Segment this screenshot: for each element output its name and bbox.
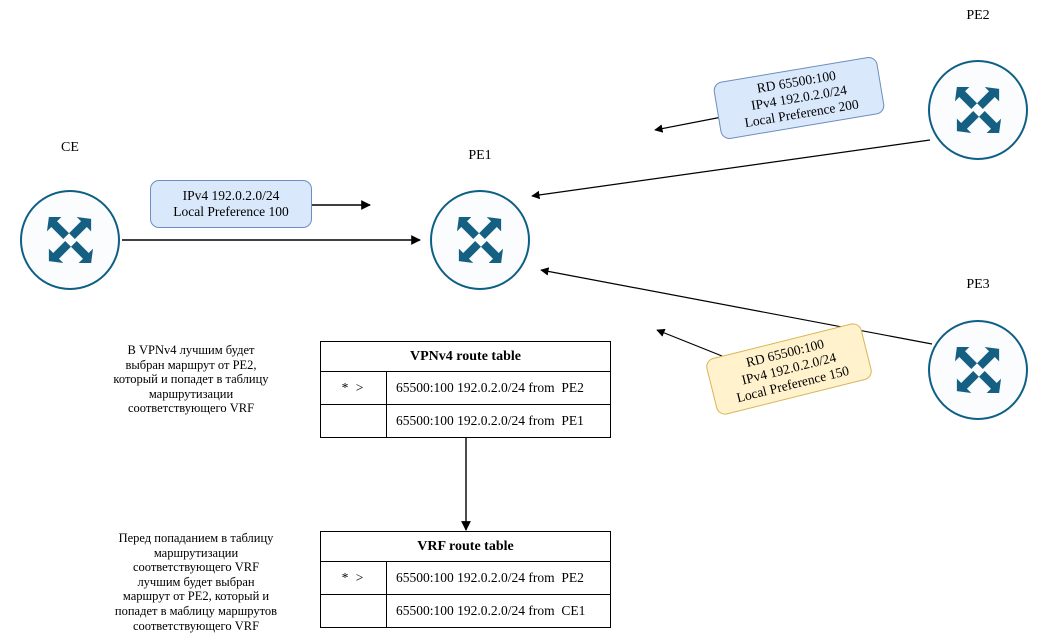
callout-pe2-update-text: RD 65500:100 IPv4 192.0.2.0/24 Local Pre… xyxy=(743,67,860,131)
callout-pe2-update[interactable]: RD 65500:100 IPv4 192.0.2.0/24 Local Pre… xyxy=(712,55,886,141)
table-row[interactable]: * > 65500:100 192.0.2.0/24 from PE2 xyxy=(320,371,611,405)
arrow-pe2-update xyxy=(654,116,723,133)
route-entry: 65500:100 192.0.2.0/24 from PE1 xyxy=(386,404,611,438)
table-header-row: VPNv4 route table xyxy=(320,341,611,372)
router-icon xyxy=(456,216,504,264)
router-pe3[interactable] xyxy=(928,320,1028,420)
table-row[interactable]: 65500:100 192.0.2.0/24 from PE1 xyxy=(320,404,611,438)
arrow-pe3-update xyxy=(656,328,723,357)
best-path-flag xyxy=(320,594,387,628)
route-entry: 65500:100 192.0.2.0/24 from PE2 xyxy=(386,371,611,405)
best-path-flag xyxy=(320,404,387,438)
table-header-row: VRF route table xyxy=(320,531,611,562)
node-label-pe2: PE2 xyxy=(966,8,990,23)
node-label-pe1: PE1 xyxy=(468,148,492,163)
vrf-table-title: VRF route table xyxy=(320,531,611,562)
router-icon xyxy=(46,216,94,264)
route-entry: 65500:100 192.0.2.0/24 from CE1 xyxy=(386,594,611,628)
callout-ce-update[interactable]: IPv4 192.0.2.0/24 Local Preference 100 xyxy=(150,180,312,228)
table-row[interactable]: 65500:100 192.0.2.0/24 from CE1 xyxy=(320,594,611,628)
router-icon xyxy=(954,346,1002,394)
router-ce[interactable] xyxy=(20,190,120,290)
node-label-ce: CE xyxy=(61,140,79,155)
callout-pe3-update-text: RD 65500:100 IPv4 192.0.2.0/24 Local Pre… xyxy=(734,336,851,406)
vrf-route-table: VRF route table * > 65500:100 192.0.2.0/… xyxy=(320,531,611,628)
best-path-flag: * > xyxy=(320,371,387,405)
callout-pe3-update[interactable]: RD 65500:100 IPv4 192.0.2.0/24 Local Pre… xyxy=(704,321,874,417)
router-icon xyxy=(954,86,1002,134)
table-row[interactable]: * > 65500:100 192.0.2.0/24 from PE2 xyxy=(320,561,611,595)
callout-ce-update-text: IPv4 192.0.2.0/24 Local Preference 100 xyxy=(173,188,289,219)
link-pe2-pe1 xyxy=(531,139,931,200)
note-vrf-selection: Перед попаданием в таблицу маршрутизации… xyxy=(114,531,278,633)
router-pe1[interactable] xyxy=(430,190,530,290)
vpnv4-route-table: VPNv4 route table * > 65500:100 192.0.2.… xyxy=(320,341,611,438)
node-label-pe3: PE3 xyxy=(966,277,990,292)
router-pe2[interactable] xyxy=(928,60,1028,160)
link-pe3-pe1 xyxy=(540,267,933,345)
note-vpnv4-selection: В VPNv4 лучшим будет выбран маршрут от P… xyxy=(113,343,269,416)
best-path-flag: * > xyxy=(320,561,387,595)
route-entry: 65500:100 192.0.2.0/24 from PE2 xyxy=(386,561,611,595)
vpnv4-table-title: VPNv4 route table xyxy=(320,341,611,372)
